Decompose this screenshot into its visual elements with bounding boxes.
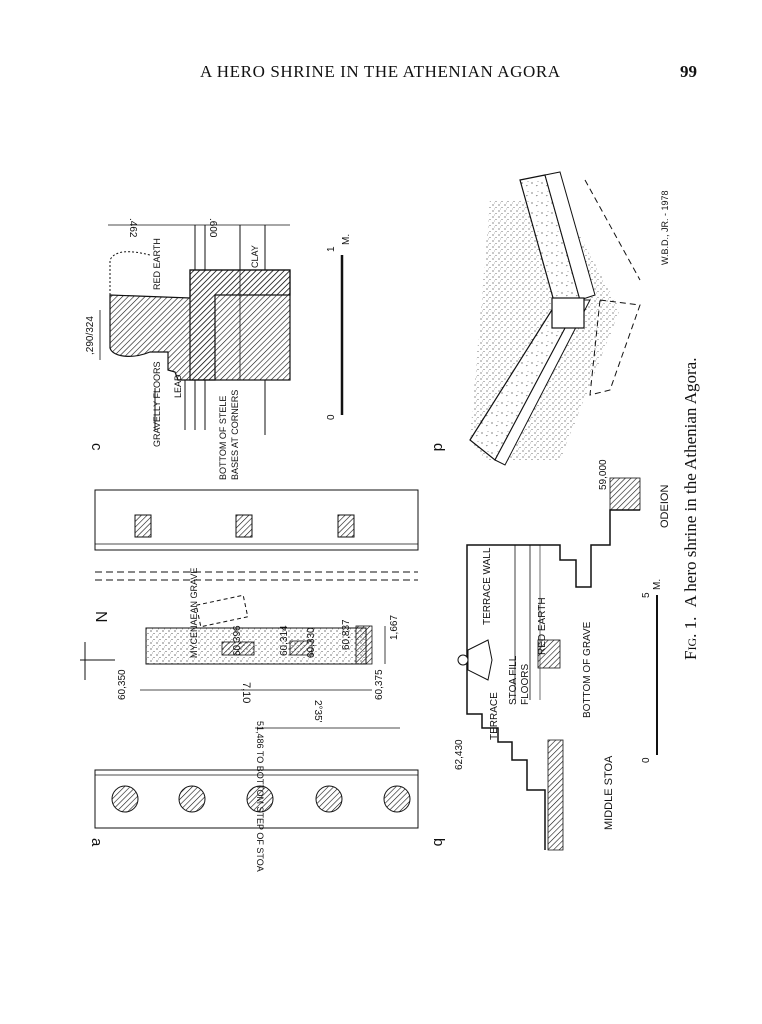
signature: W.B.D., JR. - 1978 <box>660 190 670 265</box>
odeion-label: ODEION <box>659 485 671 528</box>
label-c: c <box>88 443 105 451</box>
gravelly-label: GRAVELLY FLOORS <box>152 361 162 447</box>
elev-59000: 59,000 <box>598 459 609 490</box>
clay-label: CLAY <box>250 245 260 268</box>
dim-length: 7,10 <box>240 682 252 703</box>
dim-width: 1,667 <box>389 615 400 640</box>
dim-top: ,290/324 <box>85 316 96 355</box>
terrace-wall-label: TERRACE WALL <box>482 547 493 625</box>
scale-c-zero: 0 <box>326 414 337 420</box>
terrace-label: TERRACE <box>489 692 500 740</box>
elev-60837: 60,837 <box>341 619 352 650</box>
scale-c-max: 1 <box>326 246 337 252</box>
lead-label: LEAD <box>173 374 183 398</box>
stele-label-2: BASES AT CORNERS <box>230 390 240 480</box>
stoa-columns <box>111 785 411 813</box>
label-b: b <box>430 838 447 846</box>
shrine-plan <box>145 627 367 665</box>
figure-silhouette <box>457 639 493 681</box>
odeion-piers <box>134 514 355 538</box>
red-earth-label: RED EARTH <box>537 597 548 655</box>
dim-462: .462 <box>127 218 138 238</box>
middle-stoa-label: MIDDLE STOA <box>603 755 615 830</box>
stoa-fill-label: STOA FILL <box>508 655 519 705</box>
red-earth-c-label: RED EARTH <box>152 238 162 290</box>
scale-b-zero: 0 <box>641 757 652 763</box>
elev-60396: 60,396 <box>232 625 243 656</box>
floors-label: FLOORS <box>520 664 531 705</box>
section-profile <box>466 509 640 850</box>
caption-fig-label: Fig. 1. <box>681 617 700 660</box>
scale-b-max: 5 <box>641 592 652 598</box>
elev-60314: 60,314 <box>279 625 290 656</box>
caption-text: Fig. 1. A hero shrine in the Athenian Ag… <box>681 358 700 660</box>
page-number: 99 <box>680 62 697 81</box>
panel-b-section: 0 5 M. b 62,430 TERRACE STOA FILL FLOORS… <box>430 459 671 851</box>
panel-c-section: 0 1 M. c ,290/324 .462 .600 GRAVELLY FLO… <box>85 218 352 480</box>
elev-60375: 60,375 <box>374 669 385 700</box>
bottom-grave-label: BOTTOM OF GRAVE <box>582 621 593 718</box>
panel-d-isometric: d W.B.D., JR. - 1978 <box>430 171 670 466</box>
figure-caption: Fig. 1. A hero shrine in the Athenian Ag… <box>681 358 700 660</box>
north-label: N <box>92 611 109 623</box>
grave-label: MYCENAEAN GRAVE <box>189 568 199 658</box>
panel-a-plan: N a 60,350 MYCENAEAN GRAVE 60,396 60,314… <box>80 489 419 872</box>
elev-60330: 60,330 <box>306 627 317 658</box>
dim-600: .600 <box>207 218 218 238</box>
dim-angle: 2°35' <box>312 700 323 723</box>
label-d: d <box>430 443 447 451</box>
label-a: a <box>88 838 105 847</box>
scale-c-unit: M. <box>341 234 352 245</box>
stoa-step-label: 51,486 TO BOTTOM STEP OF STOA <box>255 721 265 872</box>
scale-b-unit: M. <box>652 579 663 590</box>
caption-body: A hero shrine in the Athenian Agora. <box>681 358 700 608</box>
elev-62430: 62,430 <box>454 739 465 770</box>
running-head: A HERO SHRINE IN THE ATHENIAN AGORA <box>200 62 561 81</box>
elev-60350: 60,350 <box>117 669 128 700</box>
stele-label-1: BOTTOM OF STELE <box>218 396 228 480</box>
